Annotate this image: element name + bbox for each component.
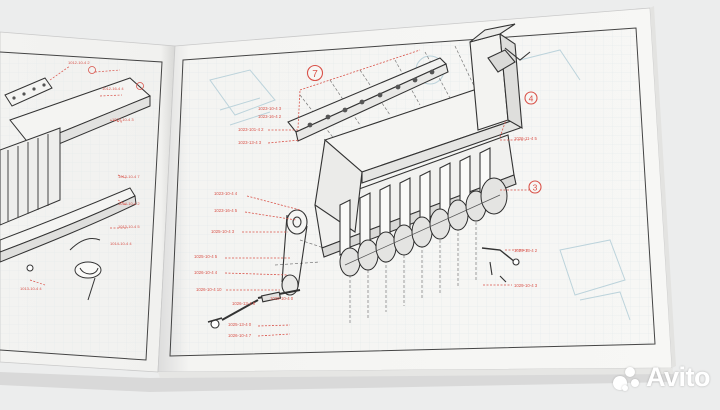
part-label: 1013-10-4 5: [118, 224, 140, 229]
left-callout-ring: [88, 66, 96, 74]
engine-block-drawing: [207, 23, 531, 329]
part-label: 1023-10-4 4: [214, 191, 238, 196]
part-label: 1029-10-4 0: [270, 296, 294, 301]
avito-logo-icon: [612, 363, 642, 393]
part-label: 1023-10-4 3: [258, 106, 282, 111]
part-label: 1023-13-4 3: [238, 140, 262, 145]
callout-4-text: 4: [529, 94, 534, 104]
part-label: 1029-10-4 3: [514, 283, 538, 288]
part-label: 1014-10-4 4: [110, 241, 132, 246]
red-leader-lines: [224, 49, 529, 337]
callout-3-text: 3: [533, 183, 538, 193]
left-part-labels: 1012-10-4 2 1012-16-4 4 1013-10-4 3 1013…: [20, 60, 140, 291]
callout-7-text: 7: [312, 69, 318, 80]
left-leader-lines: [29, 65, 128, 286]
part-label: 1025-10-4 3: [211, 229, 235, 234]
part-label: 1012-10-4 2: [68, 60, 90, 65]
part-label: 1023-16-4 2: [258, 114, 282, 119]
part-label: 1013-10-4 4: [20, 286, 42, 291]
part-label: 1014-10-4 2: [118, 201, 140, 206]
part-label: 1023-101-4 2: [238, 127, 264, 132]
part-label: 1025-10-4 5: [194, 254, 218, 259]
part-label: 1013-10-4 7: [118, 174, 140, 179]
callout-3: 3: [528, 180, 542, 194]
part-label: 1023-16-4 5: [214, 208, 238, 213]
callout-7: 7: [306, 64, 324, 82]
part-label: 1012-16-4 4: [102, 86, 124, 91]
callout-4: 4: [524, 91, 538, 105]
avito-watermark-text: Avito: [646, 362, 711, 392]
part-label: 1029-13-4 2: [514, 248, 538, 253]
avito-watermark: Avito: [612, 362, 711, 393]
part-label: 1026-10-4 7: [228, 333, 252, 338]
part-label: 1026-10-4 10: [196, 287, 222, 292]
left-callout-ring: [136, 82, 144, 90]
part-label: 1026-11-4 5: [514, 136, 537, 141]
part-label: 1025-13-4 0: [228, 322, 252, 327]
part-label: 1013-10-4 3: [112, 117, 134, 122]
left-page-drawing: [0, 77, 151, 301]
part-label: 1026-10-4 4: [194, 270, 218, 275]
part-label: 1026-13-4 8: [232, 301, 256, 306]
part-labels: 1023-101-4 2 1023-13-4 3 1023-10-4 4 102…: [194, 106, 538, 338]
ghost-drawings: [209, 49, 631, 321]
